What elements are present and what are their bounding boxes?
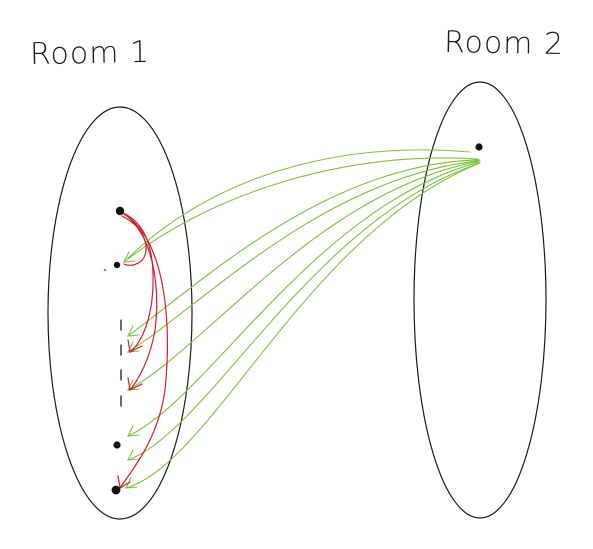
green-arrowhead (127, 379, 140, 391)
green-arrow (127, 160, 481, 353)
green-arrow (127, 159, 480, 337)
red-arrowhead (127, 339, 143, 353)
red-arrow (121, 211, 158, 391)
node-dot (115, 206, 125, 216)
red-arrow (119, 213, 168, 489)
green-arrow (127, 162, 481, 461)
red-arrowhead (127, 377, 143, 391)
green-arrow (125, 163, 479, 489)
green-arrowhead (127, 341, 140, 353)
red-arrowhead (117, 475, 131, 489)
room-2-outline (413, 81, 547, 519)
node-dot (113, 441, 121, 449)
green-arrowhead (123, 251, 136, 263)
green-arrowhead (127, 449, 140, 461)
red-speck (104, 269, 106, 271)
green-arrowhead (127, 325, 140, 337)
green-arrow (127, 161, 480, 437)
node-dot (111, 485, 121, 495)
red-arrow (119, 211, 154, 353)
green-arrow (127, 160, 479, 391)
green-arrow (123, 157, 479, 263)
green-arrow (127, 149, 471, 259)
red-arrow (121, 215, 147, 266)
node-dot (113, 261, 121, 269)
room-1-outline (47, 106, 193, 520)
node-dot (475, 143, 483, 151)
green-arrowhead (125, 477, 138, 489)
green-arrowhead (127, 425, 140, 437)
